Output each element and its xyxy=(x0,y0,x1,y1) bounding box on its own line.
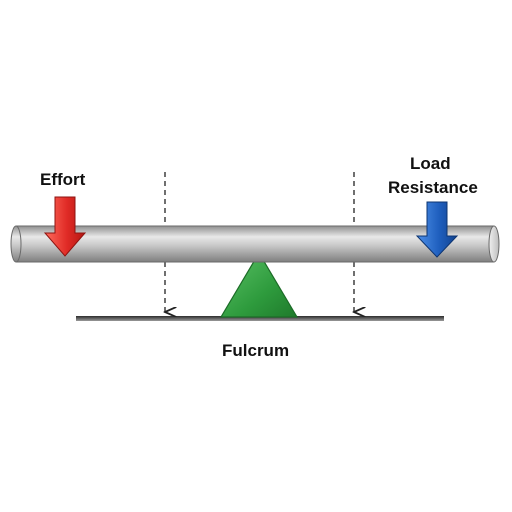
fulcrum-label: Fulcrum xyxy=(222,341,290,360)
resistance-label: Resistance xyxy=(388,178,478,197)
lever-bar xyxy=(10,225,500,263)
ground-line xyxy=(76,316,444,321)
load-label: Load xyxy=(410,154,451,173)
load-arrow xyxy=(415,201,459,258)
fulcrum-triangle xyxy=(219,251,299,318)
effort-arrow xyxy=(43,196,87,257)
effort-label: Effort xyxy=(40,170,86,189)
